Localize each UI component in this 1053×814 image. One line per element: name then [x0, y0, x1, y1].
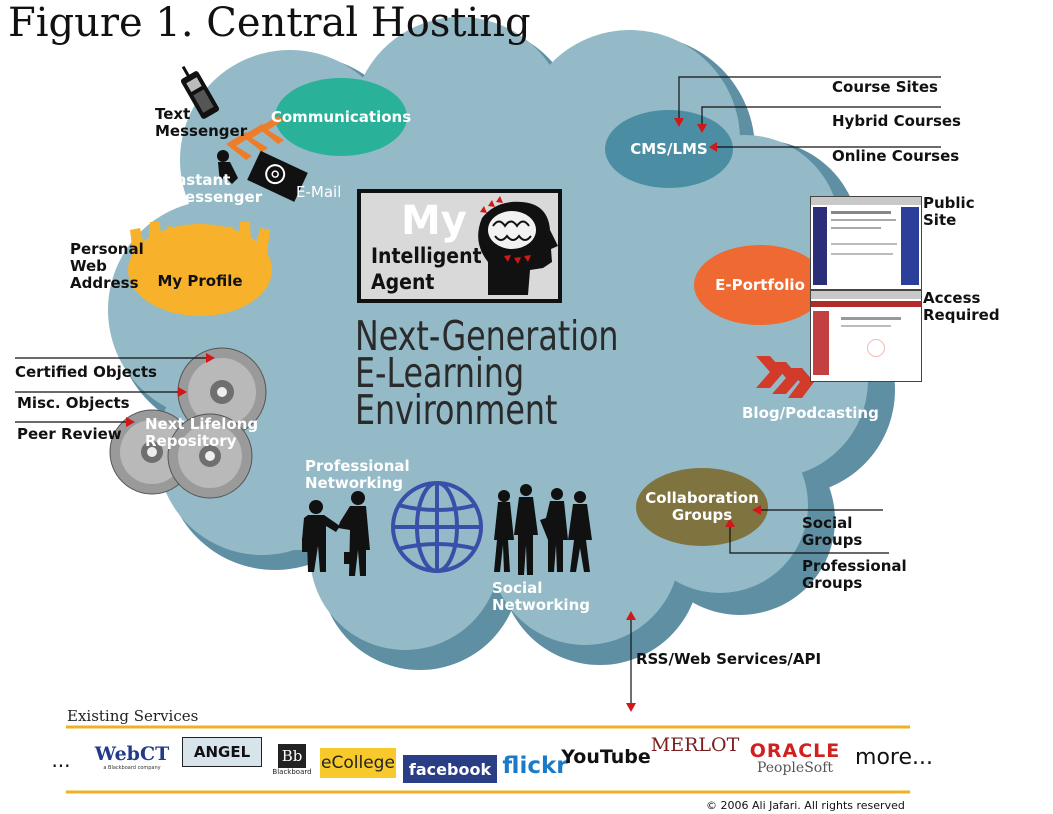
social-networking-label: Social Networking	[492, 579, 590, 614]
connector-lines	[15, 76, 941, 706]
my-profile-label: My Profile	[157, 271, 243, 290]
public-site-screenshot	[810, 196, 922, 290]
cd-discs-icon	[109, 347, 267, 499]
text-messenger-label: Text Messenger	[155, 105, 248, 140]
professional-networking-icon	[302, 491, 370, 576]
chevron-arrows-icon	[226, 116, 284, 160]
globe-icon	[391, 481, 483, 573]
access-required-screenshot	[810, 290, 922, 382]
misc-objects-label: Misc. Objects	[17, 394, 130, 412]
arrowheads	[126, 118, 761, 712]
professional-networking-label: Professional Networking	[305, 457, 410, 492]
access-required-label: Access Required	[923, 289, 1000, 324]
public-site-label: Public Site	[923, 194, 975, 229]
instant-messenger-icon	[217, 150, 238, 184]
brain-icon	[478, 196, 558, 295]
hybrid-courses-label: Hybrid Courses	[832, 112, 961, 130]
environment-headline: Next-Generation E-Learning Environment	[355, 312, 619, 434]
professional-groups-label: Professional Groups	[802, 557, 907, 592]
eportfolio-label: E-Portfolio	[715, 275, 805, 294]
cell-phone-icon	[180, 65, 220, 119]
communications-label: Communications	[270, 107, 412, 126]
webct-logo-text: WebCT	[94, 743, 170, 765]
oracle-logo-text: ORACLE	[749, 740, 841, 762]
oracle-peoplesoft-logo: ORACLE PeopleSoft	[748, 742, 842, 778]
online-courses-label: Online Courses	[832, 147, 960, 165]
services-ellipsis: ...	[51, 748, 71, 772]
rss-web-services-label: RSS/Web Services/API	[636, 650, 822, 668]
facebook-logo: facebook	[403, 755, 497, 783]
email-label: E-Mail	[296, 183, 342, 201]
blackboard-logo-mark: Bb	[278, 744, 306, 768]
instant-messenger-label: Instant Messenger	[170, 171, 263, 206]
merlot-logo: MERLOT	[650, 734, 740, 756]
peoplesoft-logo-text: PeopleSoft	[756, 760, 834, 776]
communications-oval	[275, 78, 407, 156]
webct-subtitle: a Blackboard company	[103, 765, 161, 771]
cms-lms-label: CMS/LMS	[630, 139, 708, 158]
social-networking-icon	[494, 484, 592, 575]
ecollege-logo: eCollege	[320, 748, 396, 778]
flickr-logo: flickr	[502, 753, 568, 779]
social-groups-label: Social Groups	[802, 514, 863, 549]
existing-services-title: Existing Services	[67, 707, 199, 725]
peer-review-label: Peer Review	[17, 425, 122, 443]
agent-label: Intelligent Agent	[371, 244, 482, 294]
blackboard-subtitle: Blackboard	[272, 768, 312, 776]
more-services-label: more...	[855, 744, 933, 770]
angel-logo: ANGEL	[182, 737, 262, 767]
collaboration-oval	[636, 468, 768, 546]
eportfolio-oval	[694, 245, 826, 325]
blog-podcasting-label: Blog/Podcasting	[742, 404, 879, 422]
figure-title: Figure 1. Central Hosting	[8, 0, 531, 46]
personal-web-address-label: Personal Web Address	[70, 240, 144, 292]
blackboard-logo: Bb Blackboard	[272, 740, 312, 780]
copyright-notice: © 2006 Ali Jafari. All rights reserved	[706, 799, 905, 812]
hands-icon	[128, 222, 272, 316]
collaboration-groups-label: Collaboration Groups	[645, 489, 759, 524]
cloud	[108, 17, 868, 650]
webct-logo: WebCT a Blackboard company	[92, 740, 172, 774]
course-sites-label: Course Sites	[832, 78, 938, 96]
agent-my-label: My	[401, 198, 467, 244]
youtube-logo: YouTube	[561, 746, 651, 768]
email-icon	[247, 150, 308, 202]
repository-label: Next Lifelong Repository	[145, 415, 259, 450]
blog-chevrons-icon	[756, 356, 814, 398]
certified-objects-label: Certified Objects	[15, 363, 157, 381]
